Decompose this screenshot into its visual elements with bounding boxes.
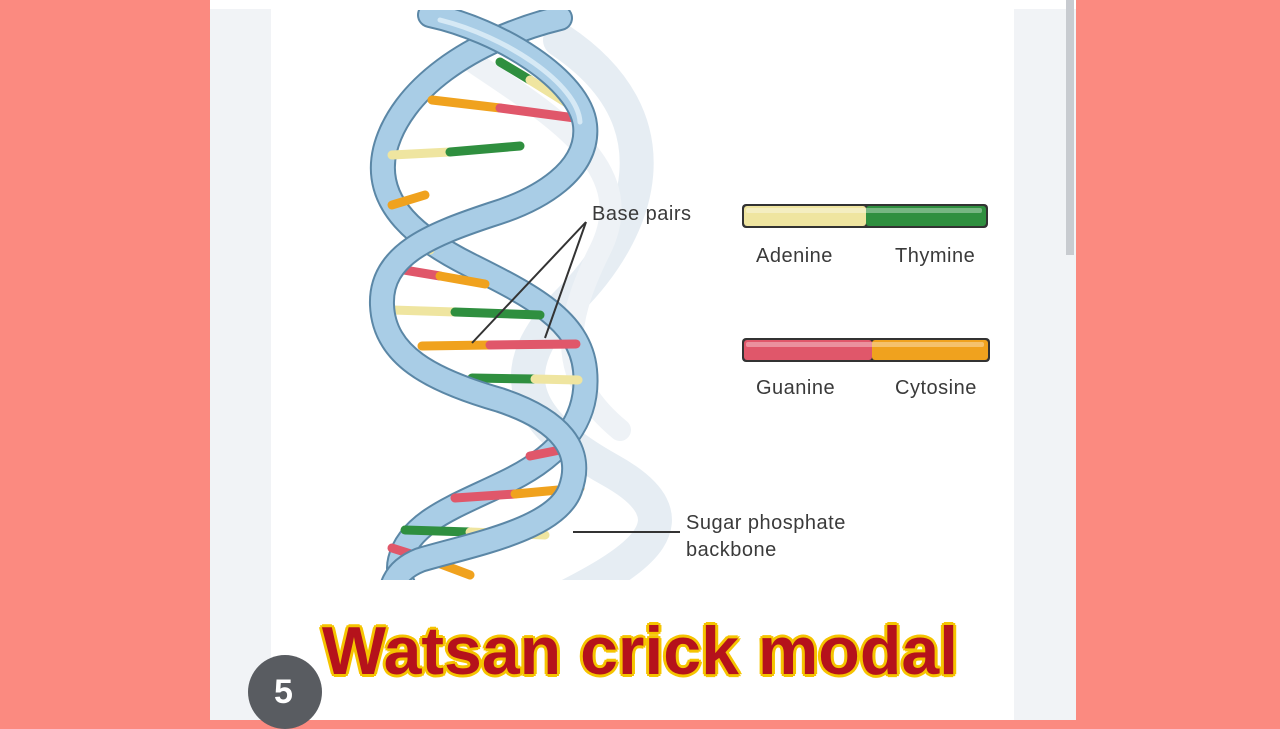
scrollbar[interactable]	[1066, 0, 1074, 255]
label-guanine: Guanine	[756, 377, 836, 399]
pointer-lines	[471, 221, 680, 533]
floating-action-button[interactable]: 5	[248, 655, 322, 729]
top-bar	[210, 0, 1076, 9]
label-cytosine: Cytosine	[895, 377, 977, 399]
label-backbone-line2: backbone	[686, 539, 777, 561]
label-base-pairs: Base pairs	[592, 203, 692, 225]
circle-button-icon: 5	[274, 673, 293, 711]
backbone-strand-front-fill	[371, 10, 597, 580]
legend-guanine-cytosine	[742, 338, 990, 362]
backbone-highlight	[437, 17, 583, 125]
caption-title: Watsan crick modal	[321, 613, 959, 689]
label-backbone-line1: Sugar phosphate	[686, 512, 846, 534]
label-thymine: Thymine	[895, 245, 976, 267]
label-adenine: Adenine	[756, 245, 833, 267]
legend-adenine-thymine	[742, 204, 988, 228]
